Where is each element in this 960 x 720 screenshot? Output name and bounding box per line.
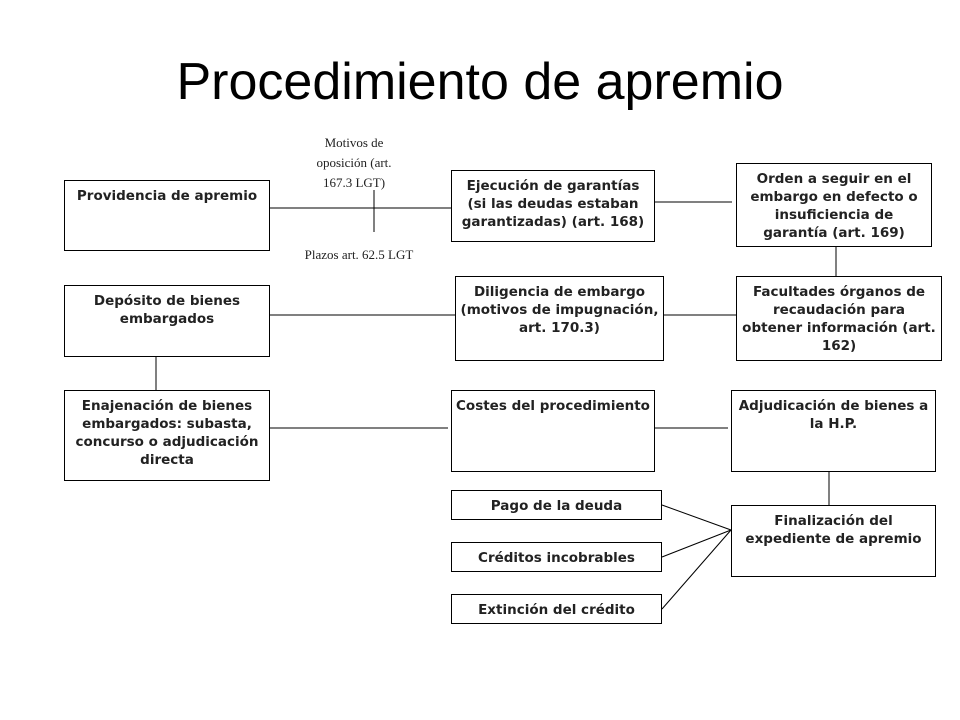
box-creditos-incobrables: Créditos incobrables	[451, 542, 662, 572]
connector-creditos-finalizacion	[661, 529, 732, 558]
box-costes-procedimiento: Costes del procedimiento	[451, 390, 655, 472]
page-title: Procedimiento de apremio	[176, 53, 784, 111]
box-enajenacion-bienes: Enajenación de bienes embargados: subast…	[64, 390, 270, 481]
box-ejecucion-garantias: Ejecución de garantías (si las deudas es…	[451, 170, 655, 242]
box-pago-deuda: Pago de la deuda	[451, 490, 662, 520]
box-finalizacion-expediente: Finalización del expediente de apremio	[731, 505, 936, 577]
box-facultades-organos: Facultades órganos de recaudación para o…	[736, 276, 942, 361]
box-adjudicacion-hp: Adjudicación de bienes a la H.P.	[731, 390, 936, 472]
note-motivos-oposicion: Motivos de oposición (art. 167.3 LGT)	[316, 135, 392, 190]
box-providencia-apremio: Providencia de apremio	[64, 180, 270, 251]
box-diligencia-embargo: Diligencia de embargo (motivos de impugn…	[455, 276, 664, 361]
connector-pago-finalizacion	[661, 504, 732, 531]
box-extincion-credito: Extinción del crédito	[451, 594, 662, 624]
note-plazos: Plazos art. 62.5 LGT	[304, 247, 414, 262]
box-deposito-bienes: Depósito de bienes embargados	[64, 285, 270, 357]
box-orden-embargo: Orden a seguir en el embargo en defecto …	[736, 163, 932, 247]
connector-extincion-finalizacion	[661, 529, 732, 610]
